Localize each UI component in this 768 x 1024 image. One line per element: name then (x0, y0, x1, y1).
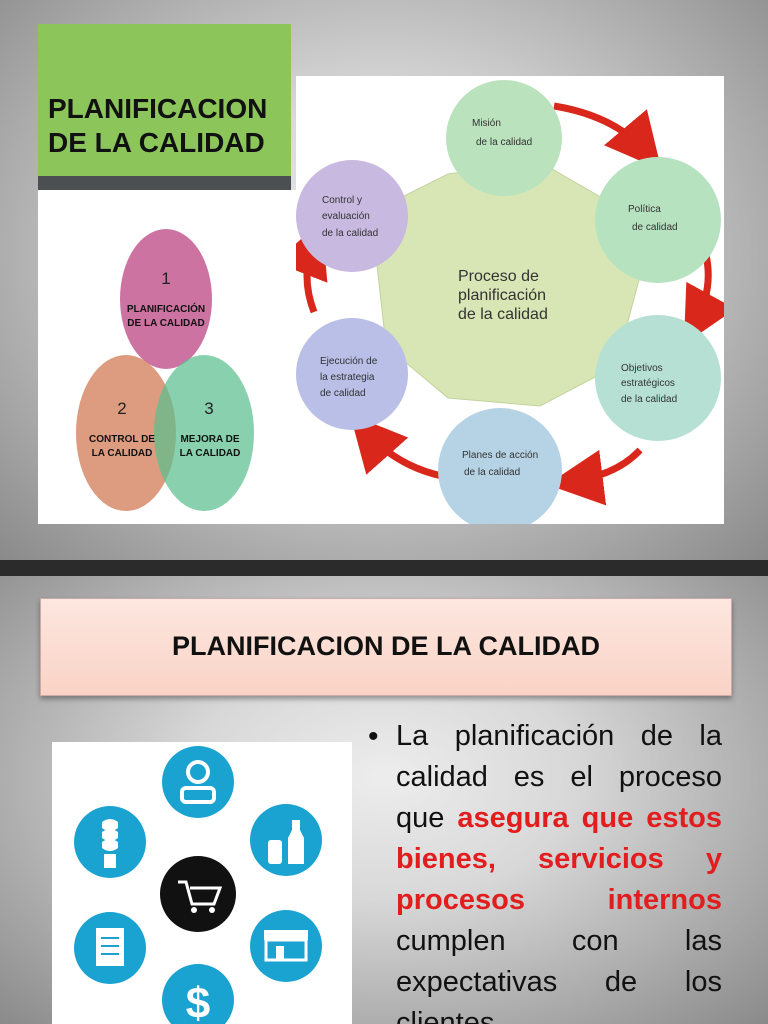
slide-2-title: PLANIFICACION DE LA CALIDAD (172, 631, 600, 661)
node-ejecucion-label-1: Ejecución de (320, 356, 378, 367)
center-label-2: planificación (458, 287, 546, 304)
bullet-marker: • (368, 720, 379, 753)
venn-label-3a: MEJORA DE (180, 434, 239, 445)
node-politica-label-1: Política (628, 204, 661, 215)
venn-number-1: 1 (161, 269, 170, 288)
venn-label-2a: CONTROL DE (89, 434, 155, 445)
node-objetivos-label-2: estratégicos (621, 378, 675, 389)
arrow-plans-to-execution (350, 414, 443, 480)
venn-circle-planning (120, 229, 212, 369)
store-icon (250, 910, 322, 982)
venn-number-2: 2 (117, 399, 126, 418)
cycle-diagram: Proceso de planificación de la calidad M… (275, 80, 736, 532)
node-mision (446, 80, 562, 196)
venn-number-3: 3 (204, 399, 213, 418)
body-paragraph: La planificación de la calidad es el pro… (396, 716, 722, 1024)
venn-circle-improvement (154, 355, 254, 511)
node-planes-label-1: Planes de acción (462, 450, 538, 461)
arrow-objectives-to-plans (547, 447, 643, 506)
venn-label-1b: DE LA CALIDAD (127, 318, 204, 329)
icon-panel: $ (52, 742, 352, 1024)
node-objetivos (595, 315, 721, 441)
node-control-label-3: de la calidad (322, 228, 378, 239)
body-text-part-1: La planificación de la calidad es el pro… (396, 720, 722, 834)
venn-diagram-panel: 1 PLANIFICACIÓN DE LA CALIDAD 2 CONTROL … (38, 190, 296, 524)
svg-text:$: $ (186, 979, 210, 1024)
node-control-label-2: evaluación (322, 211, 370, 222)
title-box: PLANIFICACION DE LA CALIDAD (38, 24, 291, 180)
node-ejecucion-label-3: de calidad (320, 388, 366, 399)
slide-divider (0, 560, 768, 576)
arrow-mission-to-policy (553, 102, 662, 171)
node-mision-label-1: Misión (472, 118, 501, 129)
venn-label-1a: PLANIFICACIÓN (127, 302, 205, 315)
icons-illustration: $ (74, 746, 322, 1024)
document-icon (74, 912, 146, 984)
node-control (296, 160, 408, 272)
node-planes-label-2: de la calidad (464, 467, 520, 478)
node-mision-label-2: de la calidad (476, 137, 532, 148)
node-politica (595, 157, 721, 283)
venn-label-2b: LA CALIDAD (92, 448, 153, 459)
cart-icon (160, 856, 236, 932)
cycle-diagram-panel: Proceso de planificación de la calidad M… (275, 76, 736, 532)
body-text-highlight: asegura que estos bienes, servicios y pr… (396, 802, 723, 916)
node-objetivos-label-1: Objetivos (621, 363, 663, 374)
node-objetivos-label-3: de la calidad (621, 394, 677, 405)
node-control-label-1: Control y (322, 195, 362, 206)
center-label-3: de la calidad (458, 306, 548, 323)
node-politica-label-2: de calidad (632, 222, 678, 233)
user-icon (162, 746, 234, 818)
dollar-icon: $ (162, 964, 234, 1024)
header-box: PLANIFICACION DE LA CALIDAD (40, 598, 732, 696)
body-text-part-2: cumplen con las expectativas de los clie… (396, 925, 722, 1024)
center-label-1: Proceso de (458, 268, 539, 285)
venn-diagram: 1 PLANIFICACIÓN DE LA CALIDAD 2 CONTROL … (76, 229, 254, 511)
slide-title: PLANIFICACION DE LA CALIDAD (48, 93, 268, 158)
title-shadow-strip (38, 176, 291, 190)
node-planes (438, 408, 562, 532)
node-ejecucion-label-2: la estrategia (320, 372, 375, 383)
bottles-icon (250, 804, 322, 876)
lightbulb-icon (74, 806, 146, 878)
venn-label-3b: LA CALIDAD (180, 448, 241, 459)
slide-2: PLANIFICACION DE LA CALIDAD (0, 576, 768, 1024)
venn-circle-control (76, 355, 176, 511)
node-ejecucion (296, 318, 408, 430)
slide-1: PLANIFICACION DE LA CALIDAD 1 PLANIFICAC… (0, 0, 768, 560)
